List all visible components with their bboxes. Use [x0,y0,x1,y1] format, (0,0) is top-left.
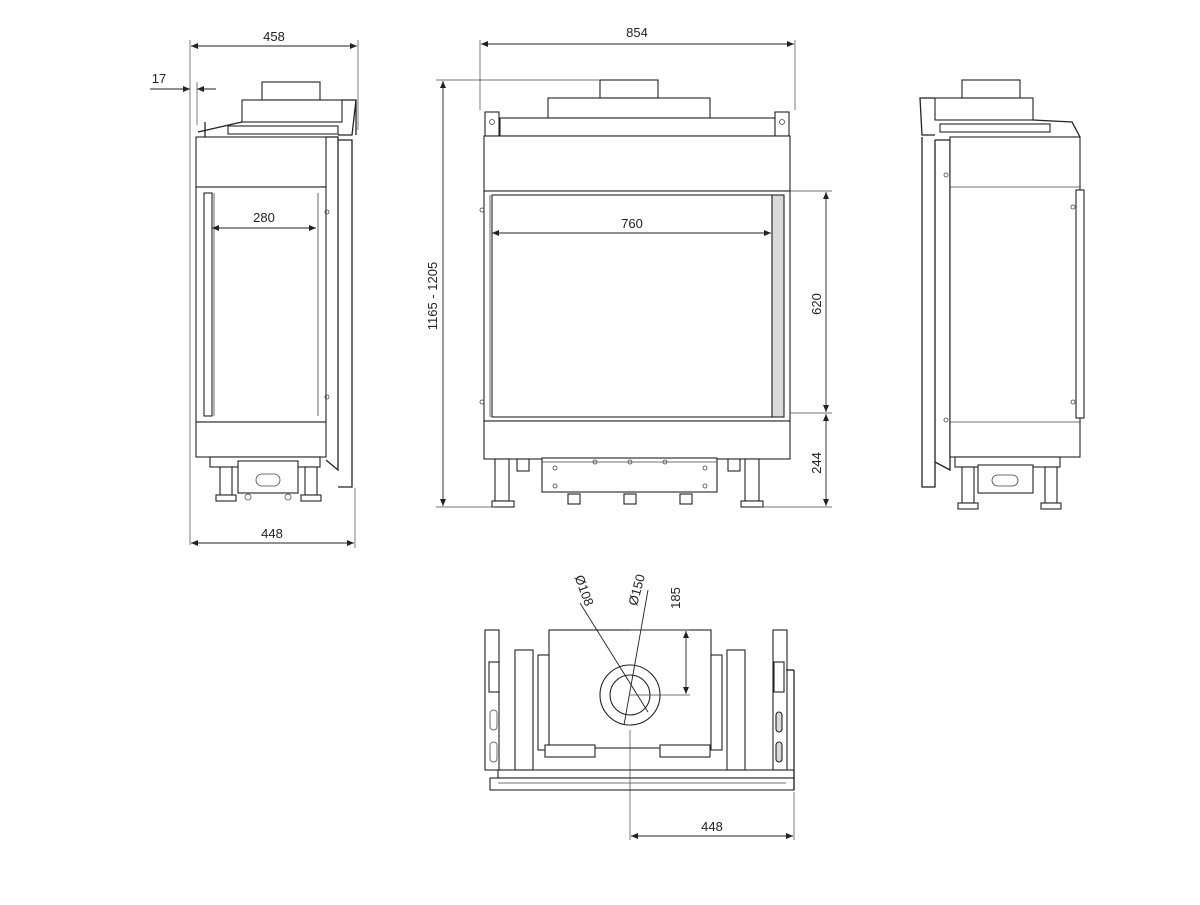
dim-side-offset: 17 [152,71,166,86]
dim-front-height-range: 1165 - 1205 [425,262,440,330]
left-side-view [195,81,357,502]
dim-flue-outer-diameter: Ø150 [625,573,648,608]
dim-top-depth: 448 [701,819,723,834]
dim-flue-offset: 185 [668,587,683,609]
dim-front-glass-height: 620 [809,293,824,315]
front-dimensions: 854 1165 - 1205 760 620 244 [425,25,832,508]
right-side-view [919,79,1085,510]
top-view [484,589,795,840]
front-view [479,79,791,508]
dim-side-top-width: 458 [263,29,285,44]
left-dimensions: 458 17 280 448 [150,29,359,548]
dim-front-width: 854 [626,25,648,40]
dim-front-glass-width: 760 [621,216,643,231]
dim-side-glass-width: 280 [253,210,275,225]
dim-flue-inner-diameter: Ø108 [572,573,597,608]
dim-front-base-height: 244 [809,452,824,474]
dim-side-bottom-width: 448 [261,526,283,541]
